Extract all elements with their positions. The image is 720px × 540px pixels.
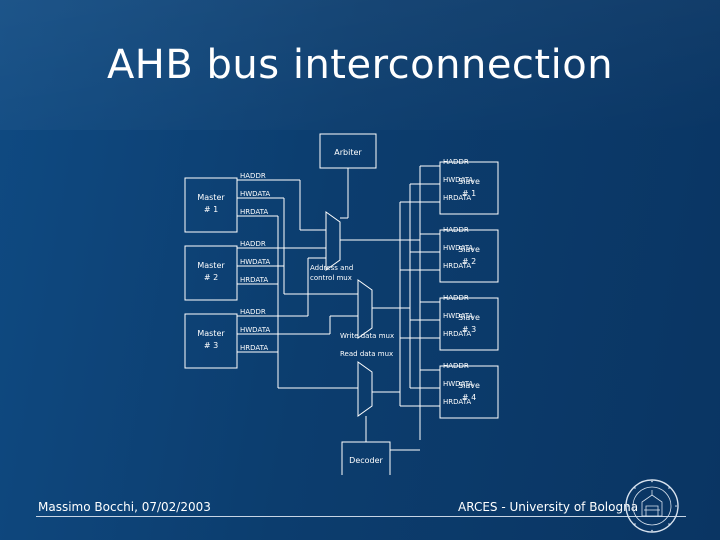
university-seal-icon [625, 479, 679, 533]
master-number: # 1 [204, 205, 218, 214]
mux-shape [325, 211, 341, 271]
slave-label: Slave [458, 245, 480, 254]
write-mux-label: Write data mux [340, 332, 394, 340]
signal-label: HRDATA [240, 208, 268, 216]
read-mux-label: Read data mux [340, 350, 393, 358]
master-number: # 2 [204, 273, 218, 282]
slide-title: AHB bus interconnection [106, 42, 614, 88]
arbiter-label: Arbiter [334, 148, 362, 157]
signal-label: HADDR [240, 308, 266, 316]
slave-label: Slave [458, 177, 480, 186]
slave-number: # 1 [462, 189, 476, 198]
signal-label: HRDATA [443, 262, 471, 270]
master-3-box [184, 313, 238, 369]
signal-label: HADDR [240, 240, 266, 248]
slave-number: # 2 [462, 257, 476, 266]
ahb-diagram: Arbiter Decoder Master # 1 Master # 2 Ma… [184, 133, 499, 475]
signal-label: HWDATA [443, 312, 473, 320]
decoder-label: Decoder [349, 456, 383, 465]
master-number: # 3 [204, 341, 218, 350]
slave-number: # 3 [462, 325, 476, 334]
master-2-box [184, 245, 238, 301]
master-label: Master [197, 329, 225, 338]
slave-1-box [439, 161, 499, 215]
signal-label: HWDATA [240, 326, 270, 334]
signal-label: HADDR [240, 172, 266, 180]
signal-label: HADDR [443, 294, 469, 302]
slave-4-box [439, 365, 499, 419]
footer-affiliation: ARCES - University of Bologna [458, 500, 639, 514]
signal-label: HRDATA [240, 276, 268, 284]
signal-label: HADDR [443, 362, 469, 370]
signal-label: HRDATA [240, 344, 268, 352]
signal-label: HADDR [443, 226, 469, 234]
signal-label: HRDATA [443, 330, 471, 338]
slave-3-box [439, 297, 499, 351]
mux-shape [357, 361, 373, 417]
signal-label: HWDATA [443, 176, 473, 184]
footer-divider [36, 516, 686, 517]
master-label: Master [197, 261, 225, 270]
slave-label: Slave [458, 313, 480, 322]
mux-shape [357, 279, 373, 339]
address-mux-label: Address and [310, 264, 353, 272]
signal-label: HWDATA [240, 258, 270, 266]
slave-label: Slave [458, 381, 480, 390]
master-label: Master [197, 193, 225, 202]
slide-title-band [0, 0, 720, 130]
signal-label: HWDATA [240, 190, 270, 198]
master-1-box [184, 177, 238, 233]
address-mux-label: control mux [310, 274, 352, 282]
signal-label: HWDATA [443, 244, 473, 252]
signal-label: HRDATA [443, 398, 471, 406]
slave-number: # 4 [462, 393, 476, 402]
signal-label: HADDR [443, 158, 469, 166]
slave-2-box [439, 229, 499, 283]
signal-label: HWDATA [443, 380, 473, 388]
signal-label: HRDATA [443, 194, 471, 202]
footer-author: Massimo Bocchi, 07/02/2003 [38, 500, 211, 514]
